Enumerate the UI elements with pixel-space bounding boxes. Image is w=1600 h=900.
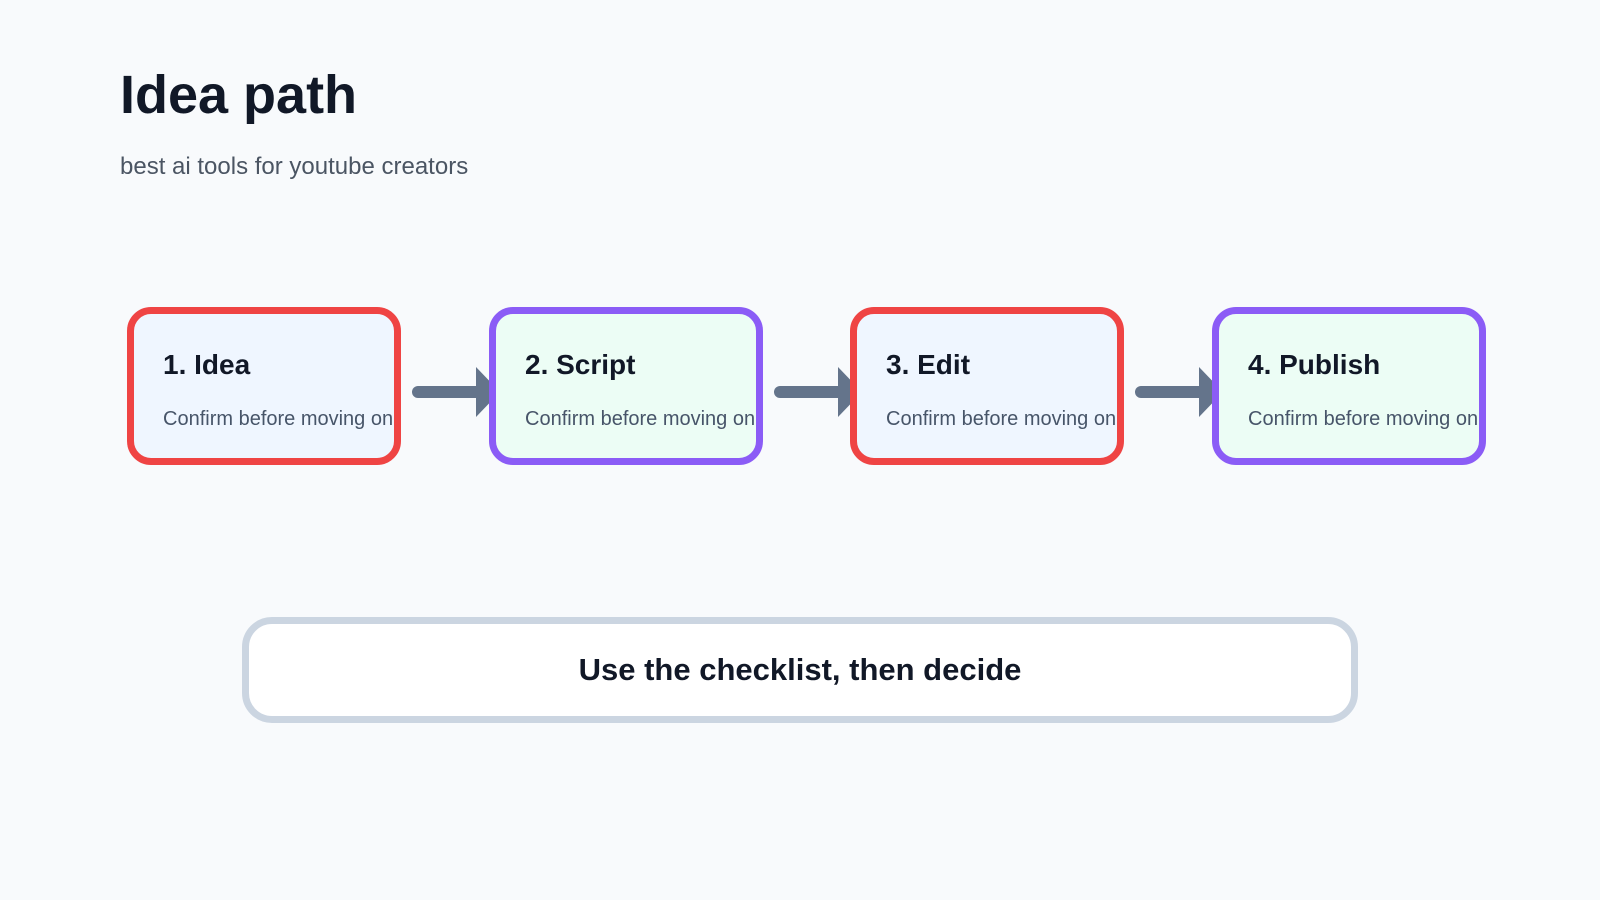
step-title: 4. Publish xyxy=(1248,349,1381,380)
step-idea[interactable]: 1. Idea Confirm before moving on xyxy=(127,307,401,465)
connector-1-2 xyxy=(412,367,500,417)
step-description: Confirm before moving on xyxy=(525,408,756,430)
callout-box: Use the checklist, then decide xyxy=(242,617,1358,723)
connector-3-4 xyxy=(1135,367,1223,417)
step-description: Confirm before moving on xyxy=(163,408,394,430)
step-description: Confirm before moving on xyxy=(886,408,1117,430)
step-script[interactable]: 2. Script Confirm before moving on xyxy=(489,307,763,465)
step-title: 2. Script xyxy=(525,349,636,380)
step-publish[interactable]: 4. Publish Confirm before moving on xyxy=(1212,307,1486,465)
step-edit[interactable]: 3. Edit Confirm before moving on xyxy=(850,307,1124,465)
callout-text: Use the checklist, then decide xyxy=(578,652,1022,687)
step-title: 1. Idea xyxy=(163,349,251,380)
step-title: 3. Edit xyxy=(886,349,971,380)
page-title: Idea path xyxy=(120,65,358,125)
step-description: Confirm before moving on xyxy=(1248,408,1479,430)
arrow-right-icon xyxy=(476,367,500,417)
arrow-right-icon xyxy=(1199,367,1223,417)
page-subtitle: best ai tools for youtube creators xyxy=(120,153,469,180)
